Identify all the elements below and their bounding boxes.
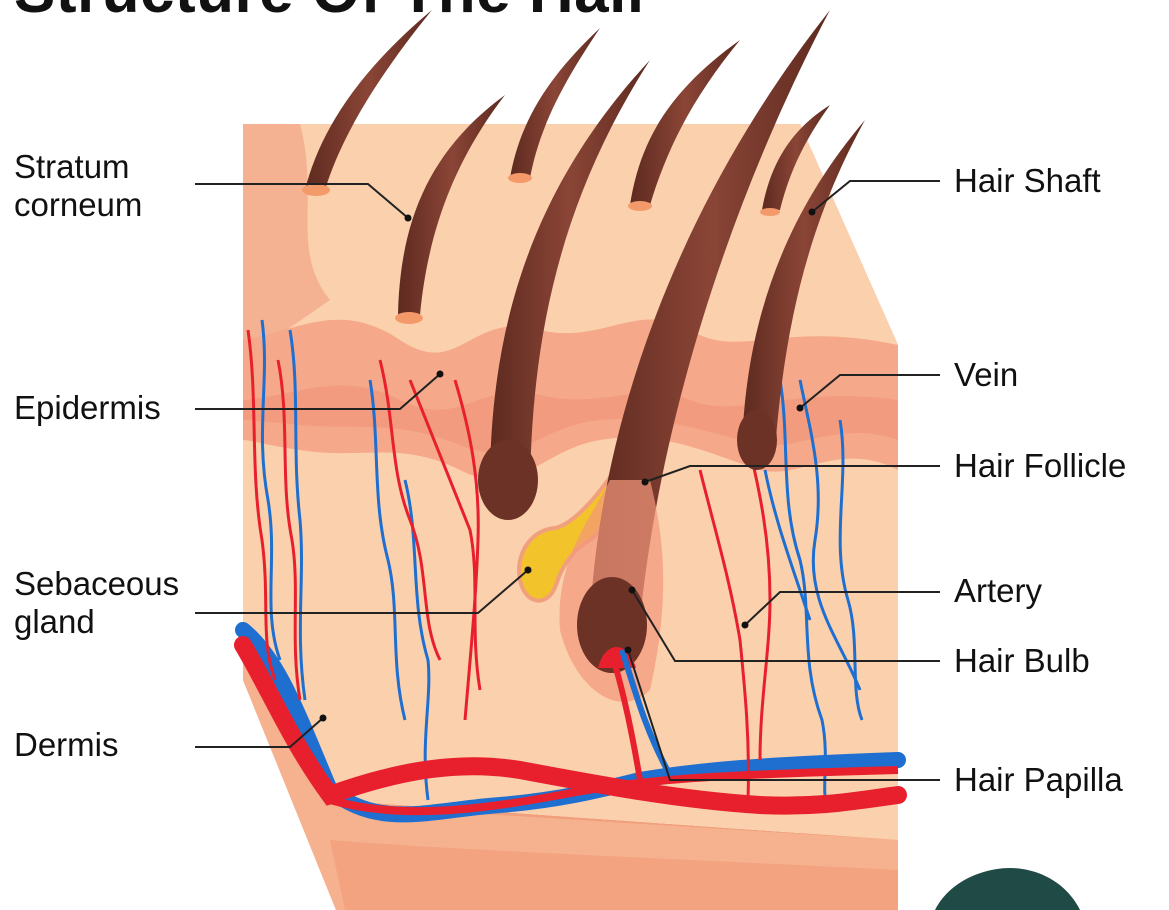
corner-badge	[935, 868, 1080, 910]
label-epidermis: Epidermis	[14, 389, 161, 427]
label-hair-shaft: Hair Shaft	[954, 162, 1101, 200]
page-title: Structure Of The Hair	[14, 0, 652, 27]
label-sebaceous-gland-line1: Sebaceous	[14, 565, 179, 603]
label-sebaceous-gland-line2: gland	[14, 603, 179, 641]
label-stratum-corneum-line1: Stratum	[14, 148, 142, 186]
label-hair-follicle: Hair Follicle	[954, 447, 1126, 485]
label-stratum-corneum: Stratum corneum	[14, 148, 142, 224]
label-hair-bulb: Hair Bulb	[954, 642, 1090, 680]
label-vein: Vein	[954, 356, 1018, 394]
label-hair-papilla: Hair Papilla	[954, 761, 1123, 799]
label-stratum-corneum-line2: corneum	[14, 186, 142, 224]
label-artery: Artery	[954, 572, 1042, 610]
label-sebaceous-gland: Sebaceous gland	[14, 565, 179, 641]
label-dermis: Dermis	[14, 726, 119, 764]
